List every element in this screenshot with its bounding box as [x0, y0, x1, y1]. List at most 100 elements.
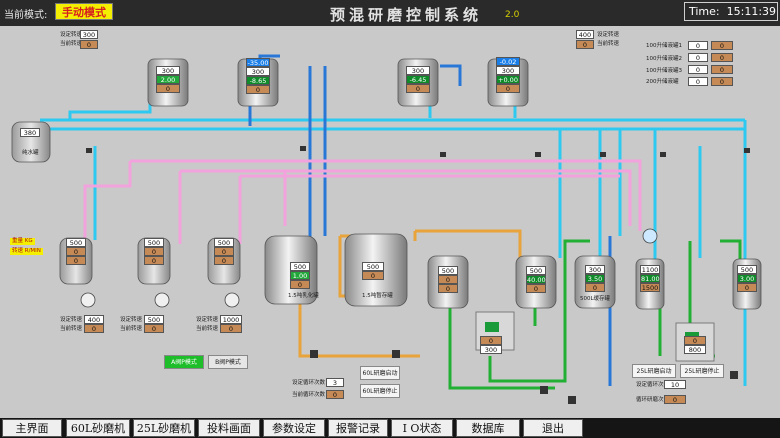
nav-main[interactable]: 主界面 — [2, 419, 62, 437]
mode-b-button[interactable]: B阀P模式 — [208, 355, 248, 369]
nav-feeding[interactable]: 投料画面 — [198, 419, 260, 437]
top-left-setpoint-label: 设定转速 — [60, 32, 83, 38]
small-tank-1-set[interactable]: 500 — [66, 238, 86, 247]
tank-15t-b-set[interactable]: 500 — [362, 262, 384, 271]
mode-a-button[interactable]: A阀P模式 — [164, 355, 204, 369]
mode-indicator[interactable]: 手动模式 — [55, 3, 113, 20]
tank-d-set[interactable]: 300 — [496, 66, 520, 75]
top-right-current-label: 当前转速 — [597, 41, 620, 47]
right-label-3: 100升储液罐3 — [646, 68, 682, 74]
mill-60l-stop-button[interactable]: 60L研磨停止 — [360, 384, 400, 398]
top-right-setpoint-label: 设定转速 — [597, 32, 620, 38]
tank-500l-cur: 0 — [585, 283, 605, 292]
small-tank-3-a: 0 — [214, 247, 234, 256]
right-val-1a: 0 — [688, 41, 708, 50]
top-right-current: 0 — [576, 40, 594, 49]
loop-60l-set-label: 设定循环次数 — [292, 380, 326, 386]
loop-25l-set-label: 设定循环次数 — [636, 382, 670, 388]
pump-3-set[interactable]: 1000 — [220, 315, 242, 324]
pumps — [80, 228, 658, 308]
loop-25l-cur: 0 — [664, 395, 686, 404]
mill-25l-stop-button[interactable]: 25L研磨停止 — [680, 364, 724, 378]
mix1-b: 0 — [438, 284, 458, 293]
pump-2-set[interactable]: 500 — [144, 315, 164, 324]
nav-25l-mill[interactable]: 25L砂磨机 — [133, 419, 195, 437]
valves — [86, 146, 750, 404]
small-tank-3-set[interactable]: 500 — [214, 238, 234, 247]
nav-io-status[interactable]: I O状态 — [391, 419, 453, 437]
tank-500l-level: 3.50 — [585, 274, 605, 283]
pink-pipes — [83, 159, 642, 246]
time-label: Time: — [689, 5, 720, 18]
top-left-current: 0 — [80, 40, 98, 49]
nav-database[interactable]: 数据库 — [456, 419, 520, 437]
pure-tank-label: 纯水罐 — [22, 150, 39, 156]
right-val-4a: 0 — [688, 77, 708, 86]
bottom-nav: 主界面 60L砂磨机 25L砂磨机 投料画面 参数设定 报警记录 I O状态 数… — [0, 418, 780, 438]
tank-c-set[interactable]: 300 — [406, 66, 430, 75]
r2-set[interactable]: 500 — [737, 265, 757, 274]
tank-c-cur: 0 — [406, 84, 430, 93]
top-left-current-label: 当前转速 — [60, 41, 83, 47]
small-tank-2-set[interactable]: 500 — [144, 238, 164, 247]
tank-15t-b-cur: 0 — [362, 271, 384, 280]
mill2-a: 0 — [684, 336, 706, 345]
tank-a-cur: 0 — [156, 84, 180, 93]
loop-60l-cur: 0 — [326, 390, 344, 399]
tank-15t-set[interactable]: 500 — [290, 262, 310, 271]
pump-2-cur: 0 — [144, 324, 164, 333]
page-title: 预混研磨控制系统 — [330, 6, 483, 24]
tank-a-level: 2.00 — [156, 75, 180, 84]
mill1-b[interactable]: 300 — [480, 345, 502, 354]
mix1-set[interactable]: 500 — [438, 266, 458, 275]
r2-cur: 0 — [737, 283, 757, 292]
small-tank-1-a: 0 — [66, 247, 86, 256]
tank-b-level: -8.65 — [246, 76, 270, 85]
tank-15t-label: 1.5吨乳化罐 — [288, 293, 319, 299]
mode-label: 当前模式: — [4, 10, 48, 21]
right-val-3a: 0 — [688, 65, 708, 74]
pump-1-cur: 0 — [84, 324, 104, 333]
r1-set[interactable]: 1100 — [640, 265, 660, 274]
nav-alarms[interactable]: 报警记录 — [328, 419, 388, 437]
mill-60l-start-button[interactable]: 60L研磨启动 — [360, 366, 400, 380]
nav-exit[interactable]: 退出 — [523, 419, 583, 437]
small-tank-2-b: 0 — [144, 256, 164, 265]
loop-25l-set[interactable]: 10 — [664, 380, 686, 389]
title-bar: 当前模式: 手动模式 预混研磨控制系统 2.0 Time: 15:11:39 — [0, 0, 780, 26]
pump-1-current-label: 当前转速 — [60, 326, 83, 332]
pump-1-set[interactable]: 400 — [84, 315, 104, 324]
nav-60l-mill[interactable]: 60L砂磨机 — [66, 419, 130, 437]
mill-25l-start-button[interactable]: 25L研磨启动 — [632, 364, 676, 378]
speed-tag: 转速 R/MIN — [10, 248, 43, 255]
top-right-setpoint[interactable]: 400 — [576, 30, 594, 39]
pump-2-current-label: 当前转速 — [120, 326, 143, 332]
top-left-setpoint[interactable]: 300 — [80, 30, 98, 39]
pure-tank-level: 380 — [20, 128, 40, 137]
time-value: 15:11:39 — [726, 5, 777, 18]
tank-15t-level: 1.00 — [290, 271, 310, 280]
right-val-2b: 0 — [711, 53, 733, 62]
mill2-b[interactable]: 800 — [684, 345, 706, 354]
right-label-1: 100升储液罐1 — [646, 43, 682, 49]
pump-2-setpoint-label: 设定转速 — [120, 317, 143, 323]
tank-500l-set[interactable]: 300 — [585, 265, 605, 274]
weight-tag: 重量 KG — [10, 238, 35, 245]
pump-3-setpoint-label: 设定转速 — [196, 317, 219, 323]
tank-a-set[interactable]: 300 — [156, 66, 180, 75]
small-tank-3-b: 0 — [214, 256, 234, 265]
loop-25l-cur-label: 循环研磨次数 — [636, 397, 670, 403]
tank-d-level: +0.00 — [496, 75, 520, 84]
right-val-3b: 0 — [711, 65, 733, 74]
mill1-a: 0 — [480, 336, 502, 345]
pump-1-setpoint-label: 设定转速 — [60, 317, 83, 323]
tank-c-level: -6.45 — [406, 75, 430, 84]
nav-parameters[interactable]: 参数设定 — [263, 419, 325, 437]
r1-level: 81.00 — [640, 274, 660, 283]
right-label-4: 200升储液罐 — [646, 79, 679, 85]
small-tank-1-b: 0 — [66, 256, 86, 265]
tank-b-set[interactable]: 300 — [246, 67, 270, 76]
mix2-set[interactable]: 500 — [526, 266, 546, 275]
loop-60l-set[interactable]: 3 — [326, 378, 344, 387]
version-label: 2.0 — [505, 10, 520, 20]
